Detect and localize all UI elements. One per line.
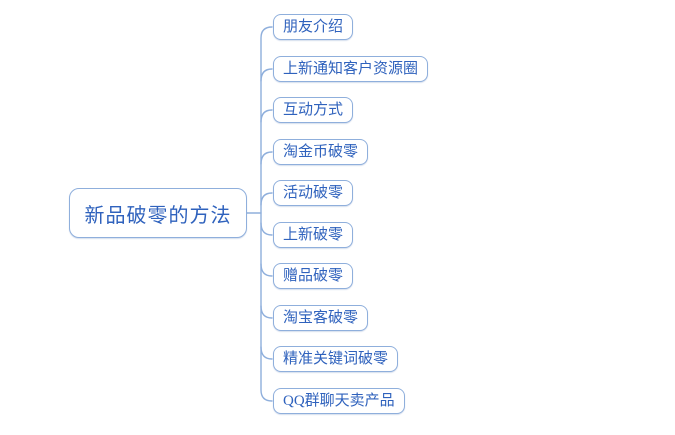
connector-line bbox=[260, 192, 273, 206]
child-node-new-arrival[interactable]: 上新破零 bbox=[273, 222, 354, 248]
connector-line bbox=[260, 151, 273, 165]
child-node-activity[interactable]: 活动破零 bbox=[273, 180, 354, 206]
child-node-qq-group[interactable]: QQ群聊天卖产品 bbox=[273, 388, 405, 414]
child-node-new-arrival-notice[interactable]: 上新通知客户资源圈 bbox=[273, 56, 429, 82]
root-node[interactable]: 新品破零的方法 bbox=[69, 188, 247, 238]
connector-line bbox=[260, 305, 273, 319]
connector-line bbox=[260, 26, 273, 402]
child-node-interaction[interactable]: 互动方式 bbox=[273, 97, 354, 123]
child-node-taobaoke[interactable]: 淘宝客破零 bbox=[273, 305, 369, 331]
connector-line bbox=[260, 68, 273, 82]
child-node-friend-intro[interactable]: 朋友介绍 bbox=[273, 14, 354, 40]
connector-line bbox=[260, 109, 273, 123]
child-node-gift[interactable]: 赠品破零 bbox=[273, 263, 354, 289]
child-node-keywords[interactable]: 精准关键词破零 bbox=[273, 346, 399, 372]
connector-line bbox=[260, 222, 273, 236]
connector-line bbox=[260, 346, 273, 360]
connector-line bbox=[260, 263, 273, 277]
child-node-taojinbi[interactable]: 淘金币破零 bbox=[273, 139, 369, 165]
